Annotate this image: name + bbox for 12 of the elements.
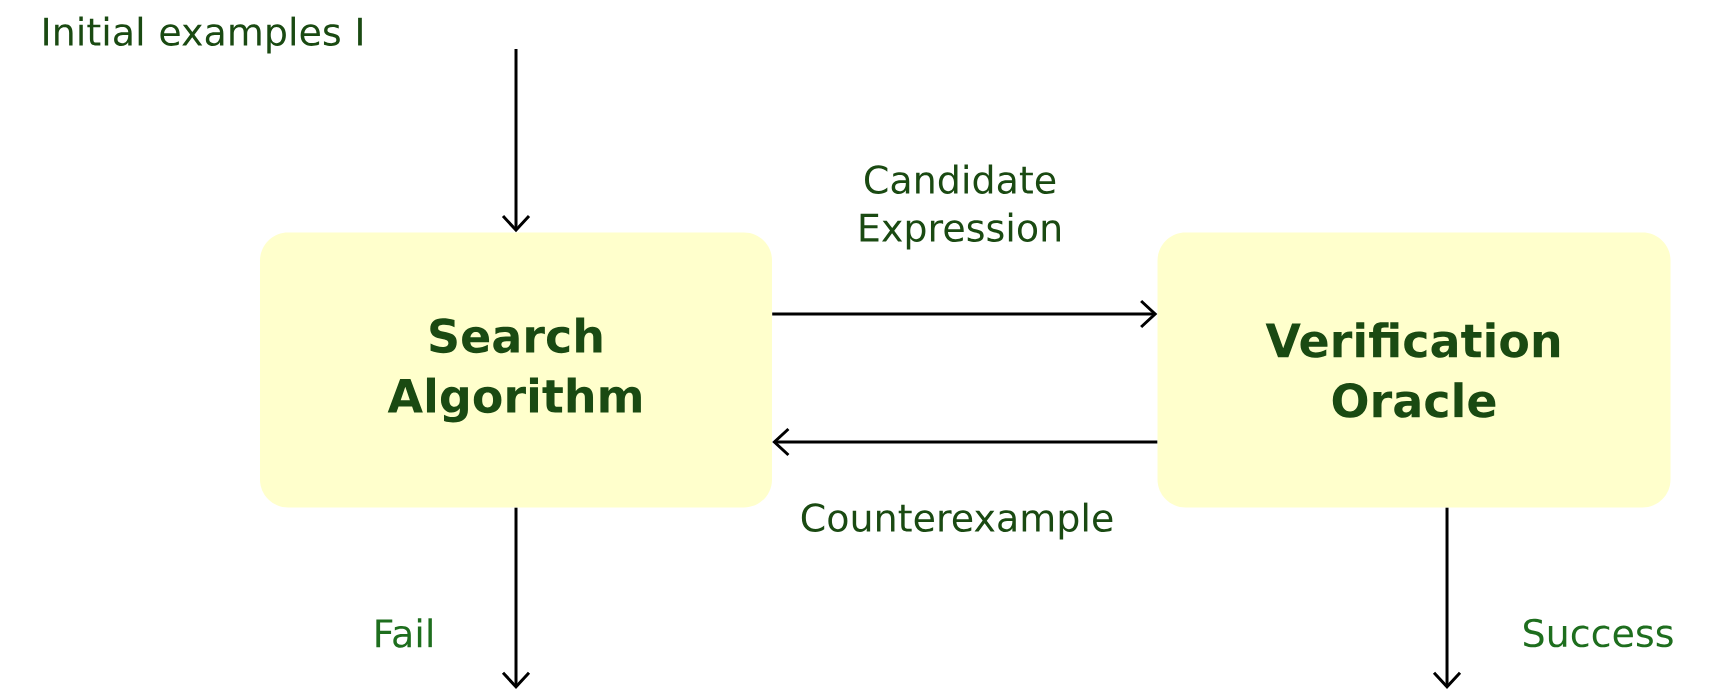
arrow xyxy=(1432,507,1462,689)
arrow xyxy=(772,427,1158,457)
edge-label: Candidate Expression xyxy=(860,164,1060,250)
arrow xyxy=(772,299,1158,329)
process-box: Verification Oracle xyxy=(1157,232,1671,508)
arrow xyxy=(501,49,531,233)
process-box: Search Algorithm xyxy=(260,232,772,508)
edge-label: Fail xyxy=(376,618,432,648)
edge-label: Counterexample xyxy=(801,502,1113,540)
edge-label: Initial examples I xyxy=(44,16,362,54)
edge-label: Success xyxy=(1524,618,1673,648)
arrow xyxy=(501,507,531,689)
